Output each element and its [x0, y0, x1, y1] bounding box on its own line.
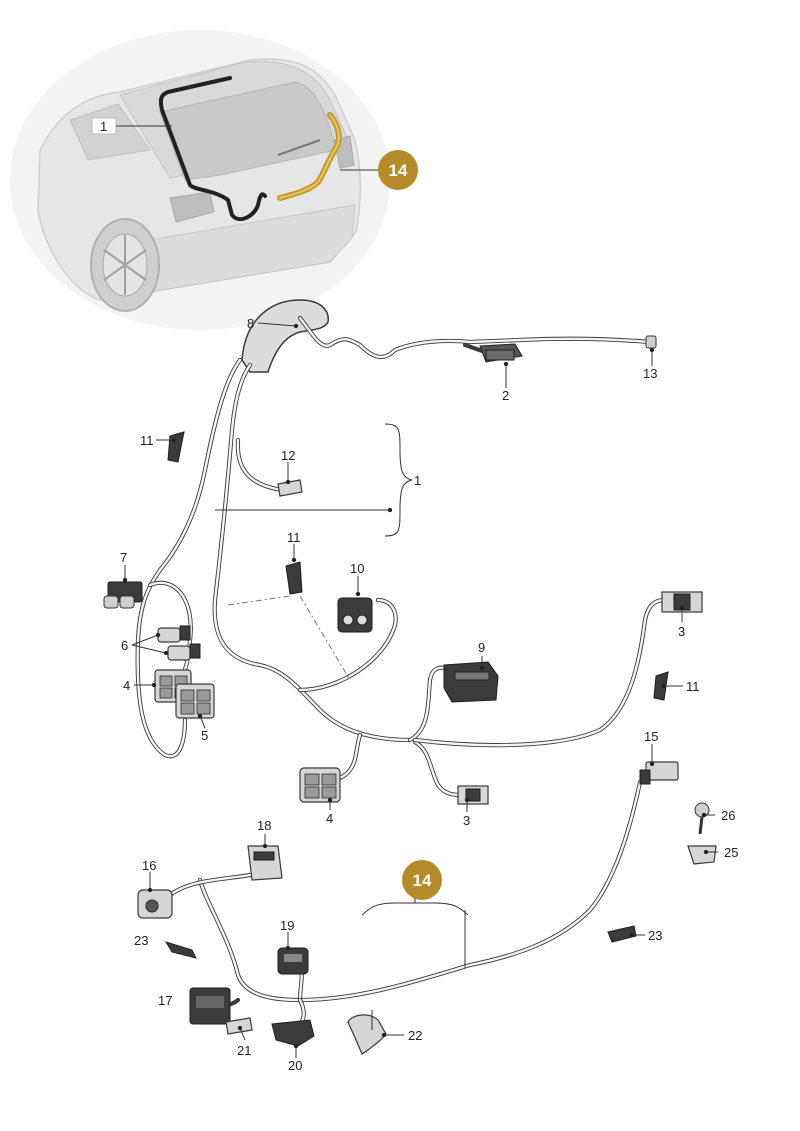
connector-3-lower [457, 785, 489, 805]
callout-20: 20 [288, 1058, 302, 1073]
connector-17 [189, 987, 231, 1025]
callout-23-left: 23 [134, 933, 148, 948]
callout-13: 13 [643, 366, 657, 381]
callout-4-upper: 4 [123, 678, 130, 693]
callout-26: 26 [721, 808, 735, 823]
badge-label: 14 [389, 161, 408, 180]
clip-11-c [653, 671, 669, 701]
callout-6: 6 [121, 638, 128, 653]
clip-23-left [164, 941, 197, 959]
callout-23-right: 23 [648, 928, 662, 943]
screw-26 [694, 802, 710, 835]
callout-8: 8 [247, 316, 254, 331]
clip-11-b [285, 561, 303, 595]
connector-18 [247, 845, 283, 881]
connector-16 [137, 889, 173, 919]
callout-11-a: 11 [140, 433, 154, 448]
callout-11-c: 11 [686, 679, 700, 694]
callout-11-b: 11 [287, 530, 301, 545]
clip-23-right [607, 925, 637, 943]
callout-7: 7 [120, 550, 127, 565]
connector-4-lower [299, 767, 341, 803]
callout-3-right: 3 [678, 624, 685, 639]
callout-17: 17 [158, 993, 172, 1008]
callout-16: 16 [142, 858, 156, 873]
nut-25 [687, 845, 717, 865]
connector-20 [271, 1019, 315, 1047]
connector-3-right [661, 591, 703, 613]
callout-label: 1 [100, 119, 107, 134]
connector-6 [157, 625, 201, 661]
connector-12 [277, 479, 303, 497]
connector-13 [645, 335, 657, 349]
holder-22 [347, 1014, 387, 1055]
callout-19: 19 [280, 918, 294, 933]
callout-22: 22 [408, 1028, 422, 1043]
connector-10 [337, 597, 373, 633]
callout-9: 9 [478, 640, 485, 655]
connector-19 [277, 947, 309, 975]
connector-2 [479, 343, 523, 363]
callout-1: 1 [414, 473, 421, 488]
connector-5 [175, 683, 215, 719]
callout-12: 12 [281, 448, 295, 463]
leader-lines [122, 322, 718, 1058]
connector-15 [639, 761, 679, 785]
harness-badge-label: 14 [413, 871, 432, 890]
callout-18: 18 [257, 818, 271, 833]
clip-11-a [167, 431, 185, 463]
upper-harness-wires [135, 299, 668, 798]
callout-21: 21 [237, 1043, 251, 1058]
callout-numbers: 8 2 13 11 12 1 11 7 10 6 9 4 5 3 11 4 3 … [120, 316, 738, 1073]
callout-15: 15 [644, 729, 658, 744]
connector-7 [103, 581, 143, 609]
callout-4-lower: 4 [326, 811, 333, 826]
callout-25: 25 [724, 845, 738, 860]
part-14-harness-badge [402, 860, 442, 900]
callout-5: 5 [201, 728, 208, 743]
callout-3-lower: 3 [463, 813, 470, 828]
callout-10: 10 [350, 561, 364, 576]
part-14-badge [378, 150, 418, 190]
callout-2: 2 [502, 388, 509, 403]
car-illustration [10, 30, 390, 330]
connector-9 [443, 661, 499, 703]
